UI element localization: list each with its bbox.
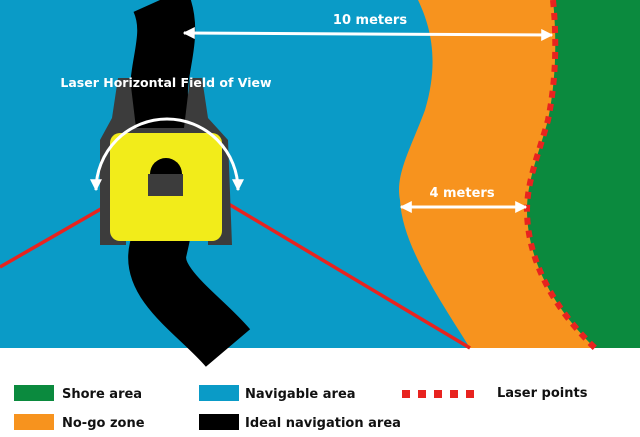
legend-swatch-nogo <box>14 414 54 430</box>
fov-label: Laser Horizontal Field of View <box>60 75 272 90</box>
legend-swatch-shore <box>14 385 54 401</box>
legend-label-nogo: No-go zone <box>62 416 145 431</box>
shore-laser-points <box>523 0 598 351</box>
legend: Shore area No-go zone Navigable area Ide… <box>14 385 588 431</box>
distance-label-near: 4 meters <box>429 186 494 201</box>
distance-arrow-far <box>182 27 554 41</box>
distance-label-far: 10 meters <box>333 13 407 28</box>
shore-area-region <box>527 0 640 348</box>
legend-label-ideal: Ideal navigation area <box>245 416 401 431</box>
legend-label-shore: Shore area <box>62 387 142 402</box>
scene: 10 meters 4 meters Laser Horizontal Fiel… <box>0 0 640 368</box>
legend-label-laser: Laser points <box>497 386 588 401</box>
legend-swatch-laser <box>402 390 474 398</box>
legend-swatch-navigable <box>199 385 239 401</box>
legend-swatch-ideal <box>199 414 239 430</box>
laser-sensor-base <box>148 174 183 196</box>
laser-sensor-dome <box>150 158 182 176</box>
fov-arc <box>90 117 244 192</box>
legend-label-navigable: Navigable area <box>245 387 356 402</box>
